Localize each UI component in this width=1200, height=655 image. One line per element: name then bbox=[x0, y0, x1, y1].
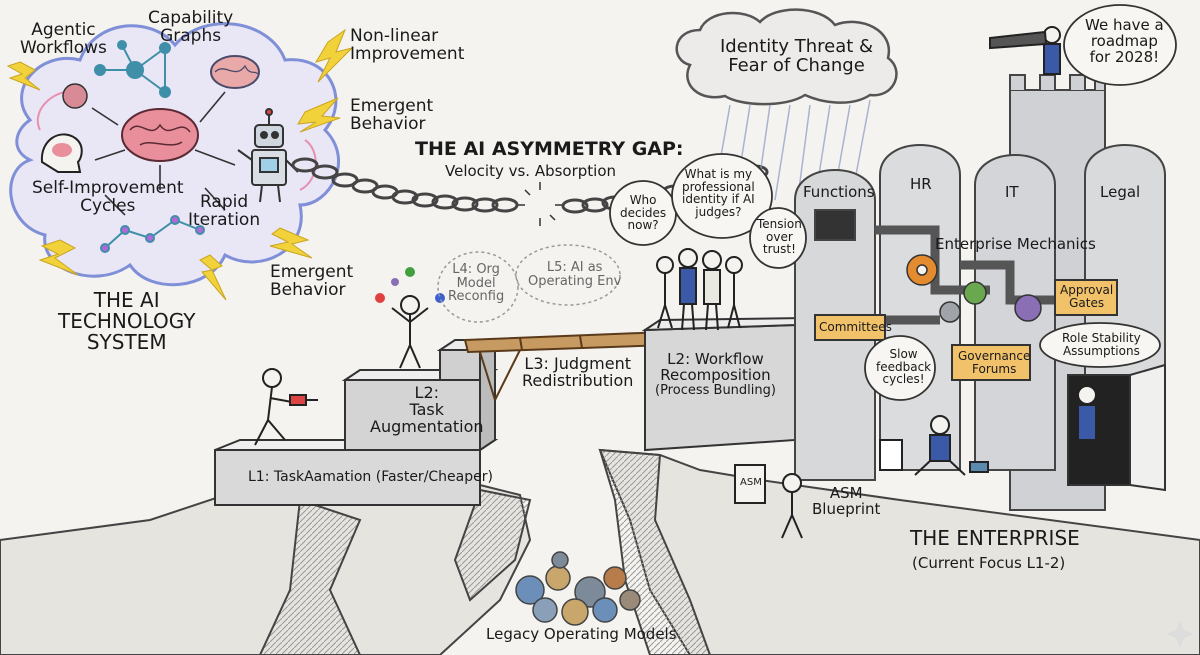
robot-icon bbox=[237, 108, 299, 203]
workflow-platform bbox=[641, 316, 809, 452]
gears bbox=[906, 254, 1042, 323]
juggler-figure bbox=[375, 267, 445, 369]
legacy-models-label: Legacy Operating Models bbox=[486, 625, 677, 643]
future-thought-clouds bbox=[437, 244, 621, 323]
silo-functions-label: Functions bbox=[803, 183, 875, 201]
worried-group bbox=[656, 248, 743, 331]
iteration-graph-icon bbox=[100, 215, 205, 253]
sparkle-icon bbox=[1166, 620, 1194, 648]
gap-title: THE AI ASYMMETRY GAP: bbox=[415, 138, 684, 160]
left-cliff bbox=[0, 483, 532, 655]
enterprise-subtitle: (Current Focus L1-2) bbox=[912, 554, 1066, 572]
asm-figure bbox=[734, 464, 803, 539]
silo-hr-label: HR bbox=[910, 175, 932, 193]
door bbox=[1067, 363, 1166, 492]
chain-break-icon bbox=[518, 182, 562, 226]
storm-cloud bbox=[675, 8, 898, 221]
storm-cloud-text: Identity Threat &Fear of Change bbox=[720, 36, 874, 76]
enterprise-mechanics-label: Enterprise Mechanics bbox=[935, 235, 1096, 253]
feedback-arrows bbox=[91, 91, 236, 216]
enterprise-title: THE ENTERPRISE bbox=[910, 526, 1080, 550]
legacy-rubble bbox=[515, 551, 641, 626]
gap-subtitle: Velocity vs. Absorption bbox=[445, 162, 617, 180]
capability-graph-icon bbox=[94, 40, 171, 98]
head-profile-icon bbox=[40, 133, 83, 173]
speech-bubbles bbox=[609, 4, 1177, 401]
labeled-boxes bbox=[814, 279, 1118, 381]
committees-label: Committees bbox=[819, 320, 892, 334]
telescope-manager bbox=[989, 26, 1061, 75]
step-l1-label: L1: TaskAamation (Faster/Cheaper) bbox=[248, 469, 493, 485]
stressed-worker bbox=[879, 415, 989, 476]
silo-it-label: IT bbox=[1005, 183, 1019, 201]
lightning-bolts bbox=[6, 28, 354, 301]
door-figure bbox=[1077, 385, 1126, 471]
driller-figure bbox=[254, 368, 318, 446]
asm-tag: ASM bbox=[740, 477, 762, 488]
brain-icon bbox=[62, 55, 260, 162]
silo-legal-label: Legal bbox=[1100, 183, 1141, 201]
